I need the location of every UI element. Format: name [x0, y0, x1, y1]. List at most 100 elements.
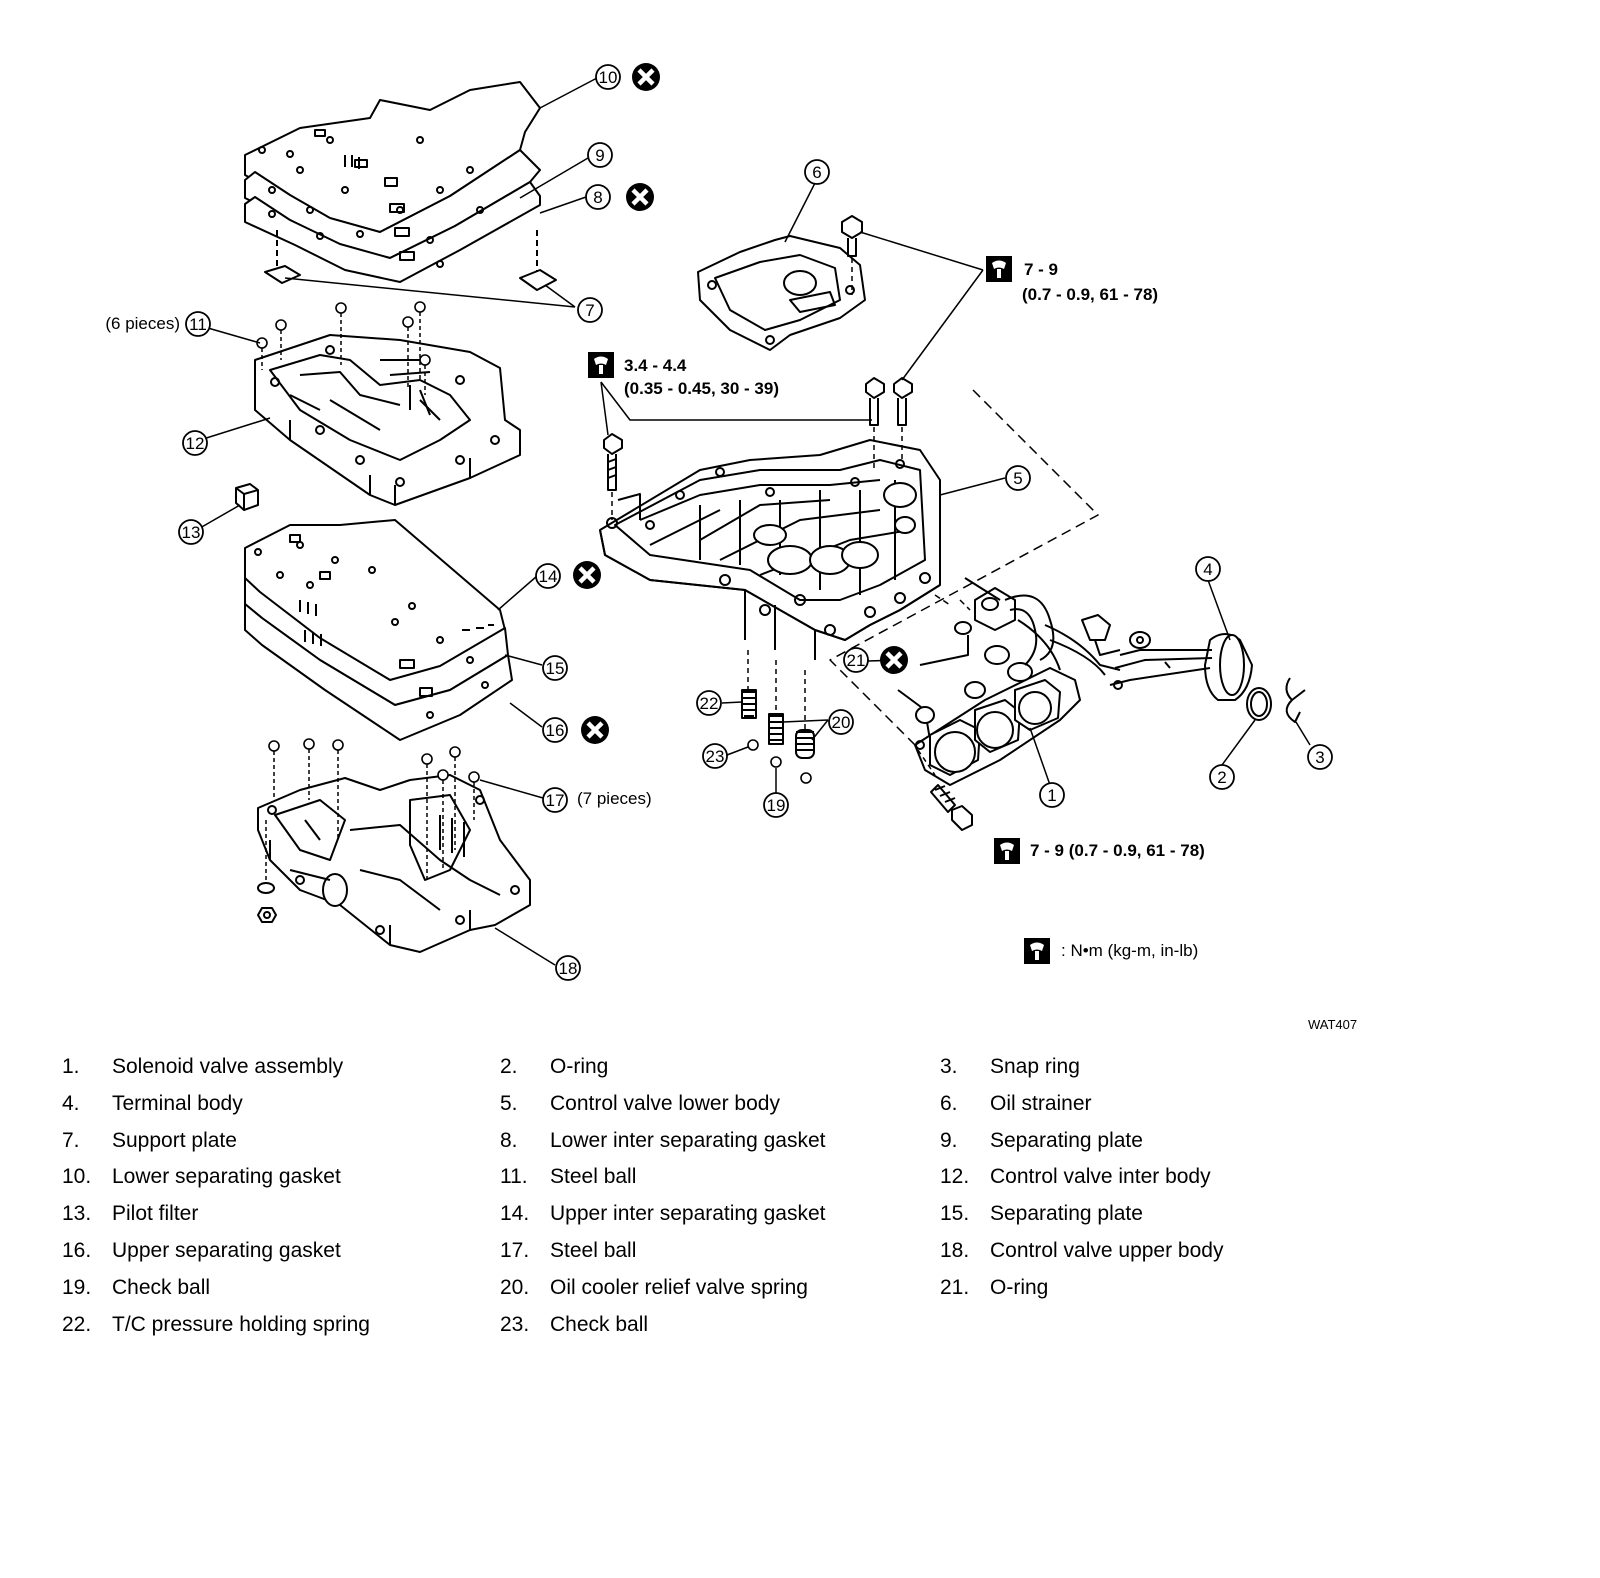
legend-part-name: Lower separating gasket: [112, 1165, 341, 1189]
callout-7: 7: [577, 297, 603, 323]
legend-part-name: Upper separating gasket: [112, 1239, 341, 1262]
callout-17: 17: [542, 787, 568, 813]
callout-20: 20: [828, 709, 854, 735]
svg-text:6: 6: [812, 163, 821, 182]
torque-wrench-icon: [588, 352, 614, 378]
replace-part-icon: [573, 561, 601, 589]
snap-ring: [1285, 677, 1306, 723]
legend-number: 13.: [62, 1202, 92, 1226]
callout-2: 2: [1209, 764, 1235, 790]
legend-part-name: Pilot filter: [112, 1202, 199, 1226]
torque-spec-1-main: 7 - 9: [1024, 260, 1058, 279]
callout-9: 9: [587, 142, 613, 168]
solenoid-valve-assembly: [914, 577, 1121, 786]
legend-part-name: Snap ring: [990, 1055, 1080, 1078]
legend-number: 3.: [940, 1055, 958, 1078]
exploded-view-diagram: 10 9 8 7 6 11 12 13 5 4 14 15 2 1 22 20 1…: [105, 0, 1333, 981]
legend-number: 23.: [500, 1312, 530, 1336]
legend-part-name: Control valve inter body: [990, 1165, 1211, 1189]
legend-part-name: O-ring: [990, 1275, 1049, 1299]
svg-text:22: 22: [700, 694, 719, 713]
svg-text:13: 13: [182, 523, 201, 542]
legend-part-name: Terminal body: [112, 1091, 243, 1115]
legend-part-name: T/C pressure holding spring: [112, 1312, 370, 1336]
legend-number: 10.: [62, 1165, 92, 1189]
pilot-filter: [235, 483, 259, 511]
torque-units-key: : N•m (kg-m, in-lb): [1061, 941, 1198, 960]
control-valve-lower-body: [599, 439, 941, 660]
callout-5: 5: [1005, 465, 1031, 491]
lower-gasket-stack: [244, 81, 541, 283]
svg-text:16: 16: [546, 721, 565, 740]
legend-part-name: Oil strainer: [990, 1091, 1092, 1115]
callout-3: 3: [1307, 744, 1333, 770]
legend-part-name: Control valve upper body: [990, 1239, 1224, 1262]
legend-part-name: O-ring: [550, 1055, 609, 1078]
legend-number: 17.: [500, 1239, 530, 1262]
springs-and-check-balls: [741, 650, 815, 784]
lower-body-bolts: [603, 377, 913, 520]
legend-number: 11.: [500, 1165, 528, 1189]
legend-part-name: Oil cooler relief valve spring: [550, 1275, 808, 1299]
svg-text:12: 12: [186, 434, 205, 453]
svg-text:19: 19: [767, 796, 786, 815]
steel-balls-11: [256, 301, 431, 395]
legend-number: 5.: [500, 1091, 518, 1115]
solenoid-guide-line: [829, 389, 1099, 761]
legend-part-name: Steel ball: [550, 1239, 637, 1262]
control-valve-inter-body: [254, 334, 521, 506]
callout-4: 4: [1195, 556, 1221, 582]
torque-spec-1-sub: (0.7 - 0.9, 61 - 78): [1022, 285, 1158, 304]
svg-text:1: 1: [1047, 786, 1056, 805]
upper-gasket-stack: [244, 519, 513, 741]
replace-part-icon: [632, 63, 660, 91]
svg-text:20: 20: [832, 713, 851, 732]
legend-part-name: Check ball: [550, 1312, 649, 1336]
callout-17-qty: (7 pieces): [577, 789, 652, 808]
legend-number: 16.: [62, 1239, 92, 1262]
replace-part-icon: [581, 716, 609, 744]
legend-number: 18.: [940, 1239, 970, 1262]
callout-11-qty: (6 pieces): [105, 314, 180, 333]
callout-11: 11: [185, 311, 211, 337]
legend-part-name: Support plate: [112, 1128, 237, 1152]
control-valve-upper-body: [257, 774, 531, 953]
svg-text:15: 15: [546, 659, 565, 678]
callout-8: 8: [585, 184, 611, 210]
legend-part-name: Separating plate: [990, 1128, 1143, 1152]
callout-12: 12: [182, 430, 208, 456]
svg-text:5: 5: [1013, 469, 1022, 488]
legend-part-name: Separating plate: [990, 1202, 1143, 1226]
legend-number: 1.: [62, 1055, 80, 1078]
svg-text:18: 18: [559, 959, 578, 978]
callout-numbers: 10 9 8 7 6 11 12 13 5 4 14 15 2 1 22 20 1…: [178, 64, 1333, 981]
callout-1: 1: [1039, 782, 1065, 808]
steel-balls-17: [268, 738, 480, 880]
legend-part-name: Lower inter separating gasket: [550, 1128, 826, 1152]
svg-text:23: 23: [706, 747, 725, 766]
legend-number: 7.: [62, 1128, 80, 1152]
legend-number: 12.: [940, 1165, 970, 1189]
callout-10: 10: [595, 64, 621, 90]
callout-22: 22: [696, 690, 722, 716]
torque-spec-2-main: 3.4 - 4.4: [624, 356, 687, 375]
torque-wrench-icon: [994, 838, 1020, 864]
svg-text:14: 14: [539, 567, 558, 586]
legend-part-name: Control valve lower body: [550, 1091, 780, 1115]
torque-wrench-icon: [1024, 938, 1050, 964]
o-ring-2: [1246, 687, 1272, 721]
legend-number: 6.: [940, 1091, 958, 1115]
svg-text:9: 9: [595, 146, 604, 165]
legend-number: 21.: [940, 1275, 970, 1299]
svg-text:3: 3: [1315, 748, 1324, 767]
terminal-body: [1081, 614, 1253, 701]
svg-text:11: 11: [189, 315, 207, 334]
svg-text:2: 2: [1217, 768, 1226, 787]
legend-part-name: Check ball: [112, 1275, 211, 1299]
torque-wrench-icon: [986, 256, 1012, 282]
legend-number: 19.: [62, 1275, 92, 1299]
legend-number: 2.: [500, 1055, 518, 1078]
figure-id: WAT407: [1308, 1017, 1358, 1032]
callout-23: 23: [702, 743, 728, 769]
solenoid-bolt: [917, 749, 973, 831]
